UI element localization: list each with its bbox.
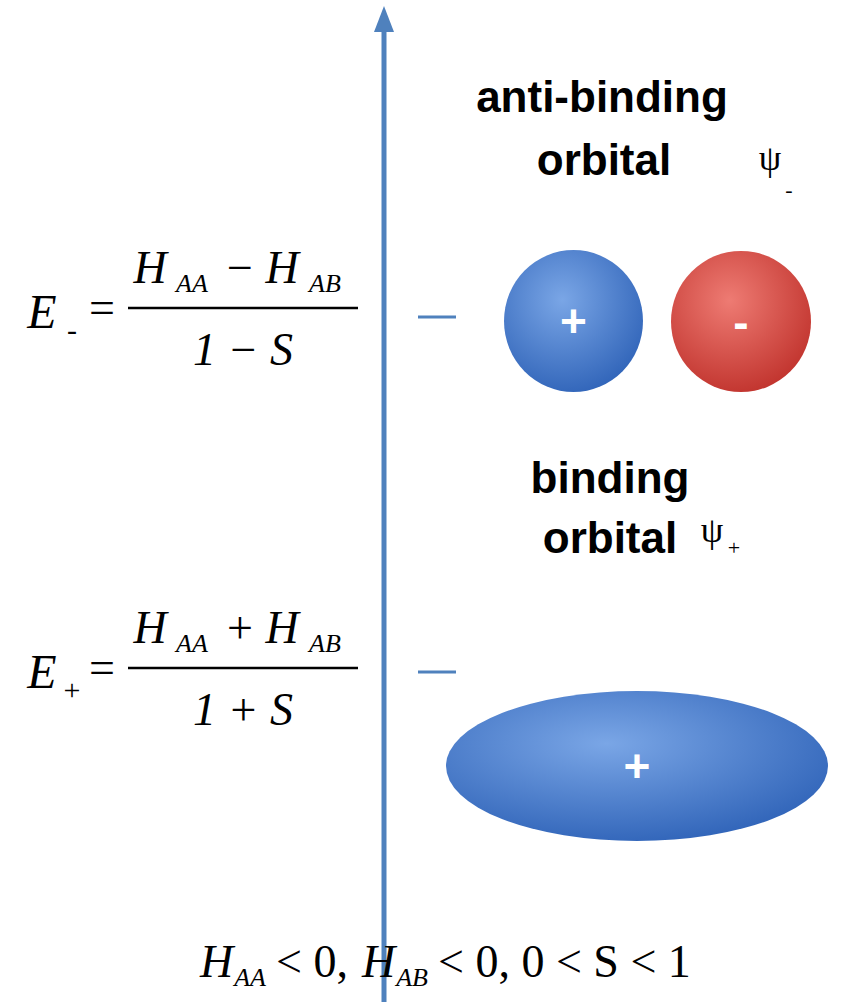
lobe-fill (671, 251, 811, 392)
energy-subscript: + (64, 675, 81, 705)
lobe-fill (504, 250, 643, 392)
matrix-subscript: AB (396, 965, 428, 991)
lobe-content: - (670, 250, 812, 393)
energy-symbol: E (27, 648, 56, 696)
phase-sign: + (560, 298, 587, 344)
orbital-lobe-positive: + (503, 249, 644, 393)
matrix-element: H (133, 245, 166, 291)
lobe-fill (446, 691, 828, 841)
fraction-bar (128, 307, 358, 310)
condition: < 0, (276, 939, 348, 985)
denominator: 1 + S (193, 687, 293, 733)
lobe-content: + (503, 249, 644, 393)
wavefunction-subscript: - (785, 179, 792, 201)
equals-sign: = (89, 645, 115, 691)
lobe-content: + (445, 690, 829, 842)
wavefunction-subscript: + (728, 537, 740, 559)
orbital-title: orbital (537, 138, 671, 182)
matrix-element: H (200, 939, 233, 985)
equals-sign: = (89, 285, 115, 331)
phase-sign: + (624, 743, 651, 789)
matrix-element: H (133, 605, 166, 651)
matrix-subscript: AA (176, 631, 208, 657)
energy-subscript: - (67, 315, 77, 345)
bonding-orbital-lobe: + (445, 690, 829, 842)
operator: + (227, 605, 253, 651)
matrix-subscript: AA (176, 271, 208, 297)
wavefunction-symbol: ψ (701, 512, 724, 548)
energy-axis (382, 30, 387, 1002)
matrix-element: H (362, 939, 395, 985)
axis-arrowhead (374, 6, 394, 32)
orbital-lobe-negative: - (670, 250, 812, 393)
orbital-title: orbital (543, 516, 677, 560)
denominator: 1 − S (193, 327, 293, 373)
matrix-element: H (265, 245, 298, 291)
wavefunction-symbol: ψ (759, 140, 782, 176)
condition: < 0, 0 < S < 1 (438, 939, 691, 985)
matrix-subscript: AB (309, 631, 341, 657)
phase-sign: - (733, 299, 748, 345)
fraction-bar (128, 667, 358, 670)
operator: − (227, 245, 253, 291)
matrix-element: H (265, 605, 298, 651)
orbital-title: binding (531, 456, 690, 500)
matrix-subscript: AA (234, 965, 266, 991)
energy-level (418, 316, 456, 319)
energy-level (418, 671, 456, 674)
energy-symbol: E (27, 288, 56, 336)
orbital-title: anti-binding (476, 75, 728, 119)
matrix-subscript: AB (309, 271, 341, 297)
